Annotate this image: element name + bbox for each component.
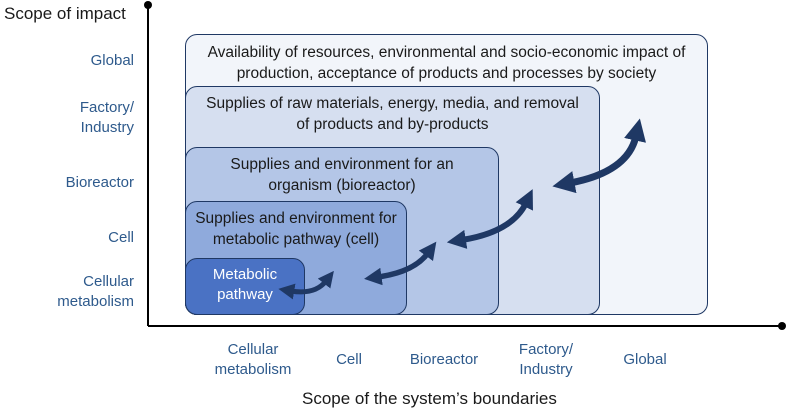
x-axis-end-dot xyxy=(778,322,786,330)
y-axis-end-dot xyxy=(144,1,152,9)
arrow-bioreactor-factory xyxy=(446,189,533,249)
box-factory-text: Supplies of raw materials, energy, media… xyxy=(206,95,579,133)
box-cell-text: Supplies and environment for metabolic p… xyxy=(195,210,397,248)
box-global-text: Availability of resources, environmental… xyxy=(207,44,686,82)
x-label-cellular-metabolism: Cellular metabolism xyxy=(215,340,292,380)
x-label-bioreactor: Bioreactor xyxy=(409,351,479,368)
y-label-factory-line1: Factory/ xyxy=(79,99,134,116)
x-label-global: Global xyxy=(623,351,667,368)
x-label-fi-line2: Industry xyxy=(519,361,573,378)
box-bioreactor-text: Supplies and environment for an organism… xyxy=(230,156,454,194)
x-label-cell: Cell xyxy=(336,351,362,368)
box-pathway-text: Metabolic pathway xyxy=(212,266,278,303)
arrow-factory-global xyxy=(552,118,646,194)
box-pathway: Metabolic pathway xyxy=(185,258,305,315)
arrow-cell-bioreactor xyxy=(364,241,437,286)
x-label-fi-line1: Factory/ xyxy=(518,341,574,358)
y-axis-title: Scope of impact xyxy=(4,4,126,23)
y-label-global: Global xyxy=(90,52,134,69)
x-label-cm-line1: Cellular xyxy=(227,341,279,358)
x-axis-title: Scope of the system’s boundaries xyxy=(302,389,557,408)
x-label-factory-industry: Factory/ Industry xyxy=(519,340,573,380)
y-label-factory-industry: Factory/ Industry xyxy=(80,98,134,138)
arrow-pathway-cell xyxy=(278,270,334,300)
y-label-cm-line2: metabolism xyxy=(57,293,134,310)
y-label-cell: Cell xyxy=(108,229,134,246)
y-label-cm-line1: Cellular xyxy=(83,273,134,290)
y-label-bioreactor: Bioreactor xyxy=(65,174,134,191)
y-label-factory-line2: Industry xyxy=(80,119,134,136)
y-label-cellular-metabolism: Cellular metabolism xyxy=(57,272,134,312)
x-label-cm-line2: metabolism xyxy=(214,361,292,378)
